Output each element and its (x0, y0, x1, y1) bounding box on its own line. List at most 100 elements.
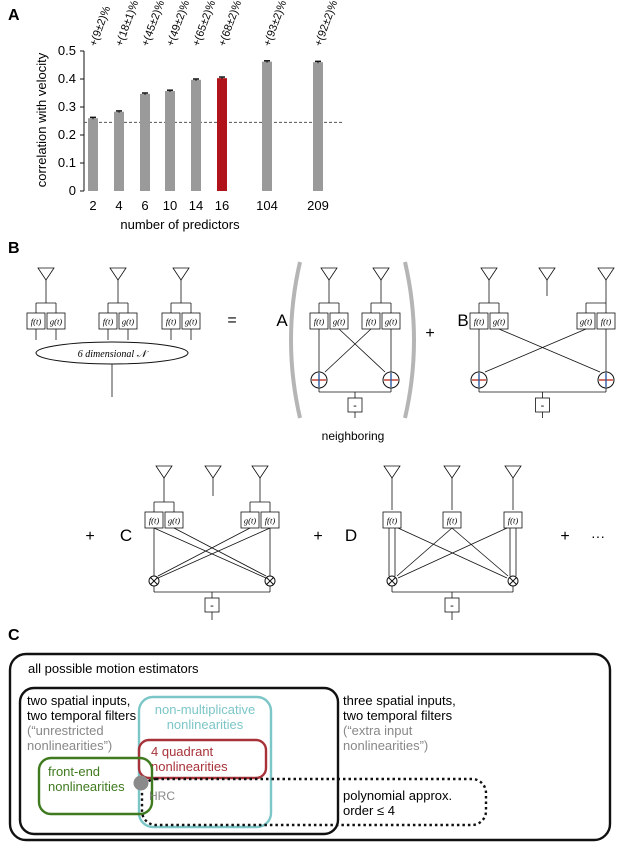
set-all-estimators (8, 652, 612, 842)
wire (338, 328, 386, 373)
wire (484, 328, 587, 373)
filter-g-box-label: g(t) (168, 516, 180, 526)
plus-sign: + (560, 528, 569, 545)
bar-16 (217, 78, 227, 191)
filter-g-box-label: g(t) (333, 317, 345, 327)
x-tick-label: 4 (115, 198, 122, 213)
three-spatial-line3: (“extra input (343, 723, 413, 738)
wire (498, 328, 601, 373)
photoreceptor-icon (155, 465, 173, 479)
filter-f-box-label: f(t) (166, 317, 177, 327)
multiplier-cross (266, 577, 274, 585)
filter-g-box-label: g(t) (580, 317, 592, 327)
set-polynomial (140, 777, 488, 827)
motion-detector-diagram: f(t)g(t)f(t)g(t)f(t)g(t)6 dimensional 𝒩=… (26, 261, 616, 620)
improvement-annotation: +(18±1)% (114, 0, 142, 48)
panel-a-label: A (8, 7, 20, 24)
subtraction-sign: - (450, 600, 454, 612)
filter-f-box (503, 511, 523, 529)
two-spatial-line3: (“unrestricted (27, 723, 104, 738)
photoreceptor-icon (204, 465, 222, 479)
poly-line1: polynomial approx. (343, 788, 452, 803)
venn-diagram: all possible motion estimators two spati… (8, 652, 612, 842)
improvement-annotation: +(45±2)% (140, 0, 168, 48)
improvement-annotation: +(65±2)% (191, 0, 219, 48)
wire (173, 527, 267, 577)
bar-4 (114, 111, 124, 191)
two-spatial-line4: nonlinearities”) (27, 738, 112, 753)
poly-line2: order ≤ 4 (343, 803, 395, 818)
wire (396, 527, 453, 577)
wire (157, 527, 271, 579)
photoreceptor-icon (443, 465, 461, 479)
left-parenthesis (289, 261, 302, 419)
front-end-line2: nonlinearities (48, 779, 125, 794)
filter-f-box (382, 511, 402, 529)
x-tick-label: 16 (215, 198, 229, 213)
non-mult-line2: nonlinearities (167, 717, 244, 732)
photoreceptor-icon (251, 465, 269, 479)
three-spatial-line4: nonlinearities”) (343, 738, 428, 753)
photoreceptor-icon (172, 267, 190, 281)
filter-f-box-label: f(t) (31, 317, 42, 327)
photoreceptor-icon (320, 267, 338, 281)
filter-g-box-label: g(t) (122, 317, 134, 327)
y-tick-label: 0.4 (58, 71, 76, 86)
y-tick-label: 0.1 (58, 155, 76, 170)
term-b-label: B (457, 311, 468, 330)
photoreceptor-icon (480, 267, 498, 281)
wire (157, 527, 251, 577)
three-spatial-line1: three spatial inputs, (343, 693, 456, 708)
bar-6 (140, 93, 150, 191)
photoreceptor-icon (597, 267, 615, 281)
network-label: 6 dimensional 𝒩 (78, 349, 150, 360)
three-spatial-line2: two temporal filters (343, 708, 453, 723)
filter-g-box-label: g(t) (185, 317, 197, 327)
x-tick-label: 104 (256, 198, 278, 213)
subtraction-sign: - (210, 600, 214, 612)
filter-f-box-label: f(t) (149, 516, 160, 526)
bar-10 (165, 91, 175, 191)
term-d-label: D (345, 526, 357, 545)
filter-g-box-label: g(t) (244, 516, 256, 526)
x-tick-label: 14 (189, 198, 203, 213)
photoreceptor-icon (504, 465, 522, 479)
filter-g-box-label: g(t) (385, 317, 397, 327)
wire (397, 527, 508, 579)
panel-b-label: B (8, 240, 20, 257)
wire (153, 527, 267, 579)
subtraction-sign: - (541, 400, 545, 412)
set-front-end (37, 756, 154, 816)
bar-14 (191, 79, 201, 191)
y-tick-label: 0.3 (58, 99, 76, 114)
ellipsis: ··· (591, 528, 605, 544)
filter-f-box-label: f(t) (387, 516, 398, 526)
filter-f-box-label: f(t) (314, 317, 325, 327)
quad-line1: 4 quadrant (151, 744, 214, 759)
filter-f-box-label: f(t) (601, 317, 612, 327)
photoreceptor-icon (383, 465, 401, 479)
improvement-annotation: +(92±2)% (313, 0, 341, 48)
filter-f-box-label: f(t) (103, 317, 114, 327)
filter-g-box-label: g(t) (493, 317, 505, 327)
bar-2 (88, 118, 98, 191)
y-tick-label: 0.5 (58, 43, 76, 58)
front-end-line1: front-end (48, 764, 100, 779)
filter-f-box-label: f(t) (447, 516, 458, 526)
hrc-label: HRC (149, 789, 175, 803)
bar-209 (313, 62, 323, 192)
bar-chart: correlation with velocity number of pred… (34, 0, 344, 232)
filter-f-box-label: f(t) (474, 317, 485, 327)
improvement-annotation: +(9±2)% (88, 4, 114, 48)
photoreceptor-icon (538, 267, 556, 281)
improvement-annotation: +(68±2)% (217, 0, 245, 48)
two-spatial-line1: two spatial inputs, (27, 693, 130, 708)
filter-f-box-label: f(t) (265, 516, 276, 526)
set-two-spatial (18, 686, 340, 836)
filter-f-box-label: f(t) (366, 317, 377, 327)
plus-sign: + (85, 528, 94, 545)
x-tick-label: 6 (141, 198, 148, 213)
multiplier-cross (509, 577, 517, 585)
neighboring-label: neighboring (322, 429, 385, 443)
